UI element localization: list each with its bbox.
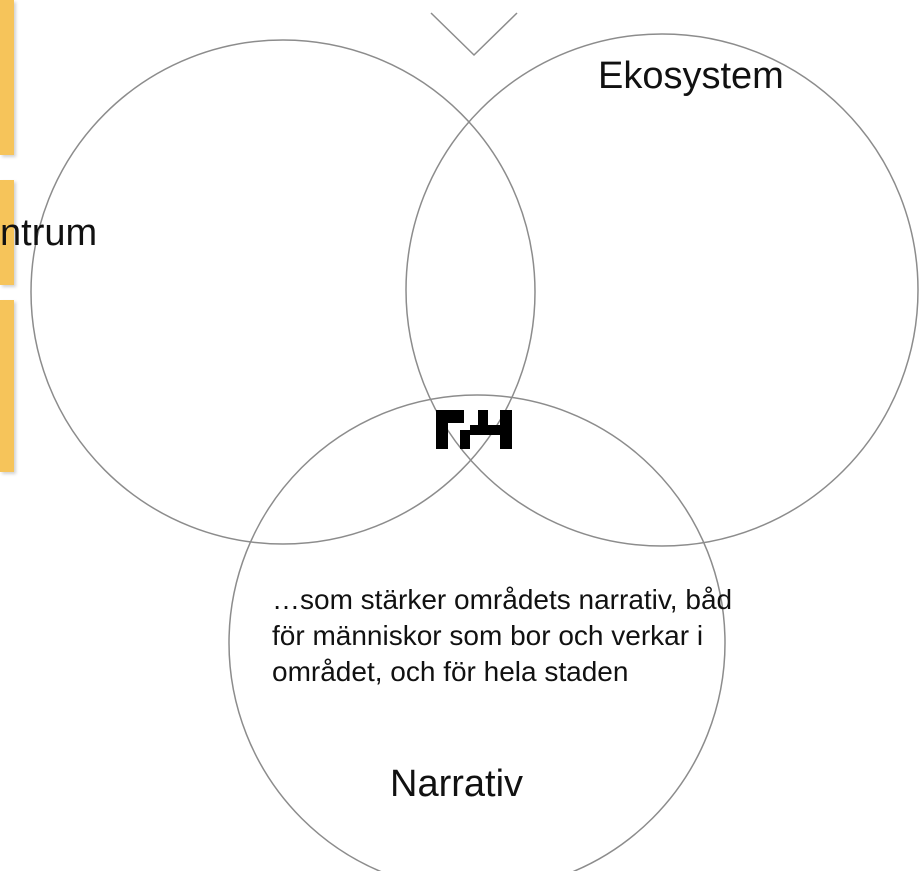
side-tab-3 [0, 300, 14, 472]
circle-label-bottom: Narrativ [390, 763, 524, 805]
description-text: …som stärker områdets narrativ, båd för … [272, 582, 732, 690]
description-line-1: …som stärker områdets narrativ, båd [272, 584, 733, 615]
side-tab-1 [0, 0, 14, 155]
circle-label-right: Ekosystem [598, 55, 784, 97]
circle-label-left: ntrum [0, 212, 98, 254]
side-tab-2 [0, 180, 14, 285]
chevron-down-icon [430, 12, 518, 57]
circle-left [30, 39, 536, 545]
circle-right [405, 33, 919, 547]
circle-bottom [228, 394, 726, 871]
logo-mark [436, 410, 512, 449]
description-line-3: området, och för hela staden [272, 656, 629, 687]
description-line-2: för människor som bor och verkar i [272, 620, 704, 651]
